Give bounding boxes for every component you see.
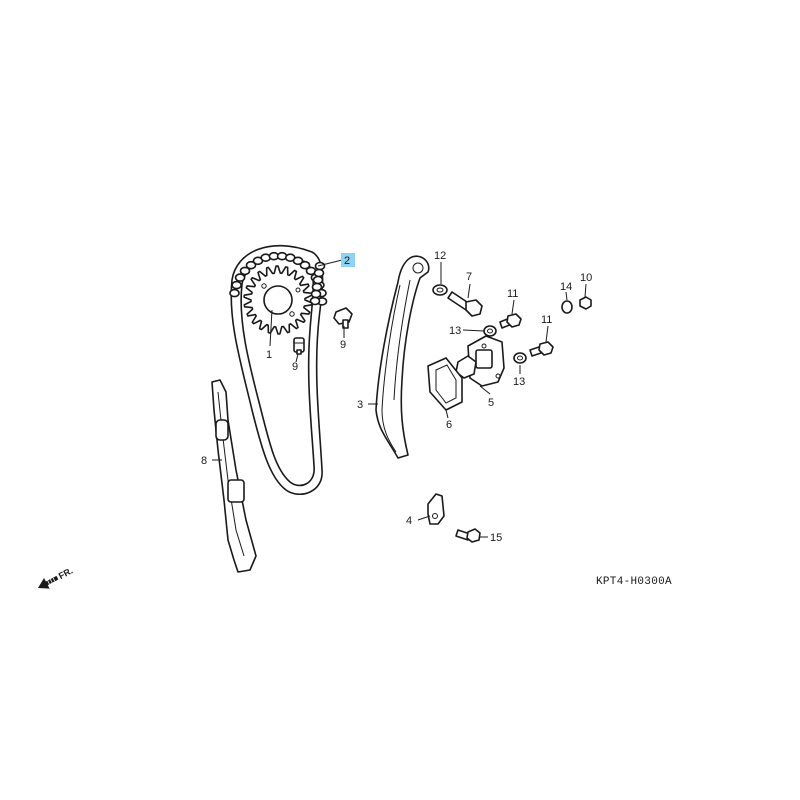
callout-2-highlight <box>341 253 355 267</box>
callout-11-lower[interactable]: 11 <box>541 314 552 326</box>
chain-links <box>229 251 328 306</box>
callout-6[interactable]: 6 <box>446 419 452 431</box>
tensioner-lifter <box>455 335 505 387</box>
chain-link <box>310 289 322 299</box>
callout-5[interactable]: 5 <box>488 397 494 409</box>
lifter-bolt-lower <box>529 341 554 357</box>
chain-link <box>231 280 242 290</box>
chain-link <box>239 266 251 276</box>
front-direction-arrow-icon: FR. <box>38 566 74 589</box>
o-ring <box>561 300 573 314</box>
diagram-code: KPT4-H0300A <box>596 576 672 588</box>
callout-13-lower[interactable]: 13 <box>513 376 525 388</box>
flange-bolt <box>455 528 481 543</box>
callout-numbers: 1 2 3 4 5 6 7 8 9 9 10 11 11 12 13 13 14… <box>201 250 592 544</box>
cam-chain-guide <box>211 379 257 573</box>
chain-link <box>312 275 324 285</box>
tensioner-pivot-bolt <box>432 284 483 317</box>
callout-1[interactable]: 1 <box>266 349 272 361</box>
callout-7[interactable]: 7 <box>466 271 472 283</box>
cam-chain-tensioner <box>375 255 430 459</box>
callout-11-upper[interactable]: 11 <box>507 288 518 300</box>
chain-link <box>299 260 311 270</box>
callout-9-right[interactable]: 9 <box>340 339 346 351</box>
sealing-washer-upper <box>483 325 497 337</box>
guide-bracket <box>427 493 445 525</box>
cam-sprocket <box>243 265 313 335</box>
sealing-washer-lower <box>513 352 527 364</box>
sealing-bolt <box>579 296 592 310</box>
callout-9-left[interactable]: 9 <box>292 361 298 373</box>
cam-chain <box>229 244 328 495</box>
callout-2[interactable]: 2 <box>344 255 350 267</box>
direction-label: FR. <box>57 566 74 582</box>
callout-14[interactable]: 14 <box>560 281 572 293</box>
callout-4[interactable]: 4 <box>406 515 412 527</box>
chain-link <box>313 268 325 278</box>
chain-link <box>229 288 240 298</box>
chain-link <box>245 260 257 270</box>
lifter-bolt-upper <box>499 313 522 329</box>
chain-link <box>309 296 321 306</box>
sprocket-bolt-right <box>333 307 353 329</box>
sprocket-bolt-left <box>293 337 305 355</box>
tensioner-gasket <box>427 357 463 411</box>
chain-link <box>292 256 304 266</box>
callout-8[interactable]: 8 <box>201 455 207 467</box>
callout-3[interactable]: 3 <box>357 399 363 411</box>
leader-lines <box>212 259 587 538</box>
callout-12[interactable]: 12 <box>434 250 446 262</box>
callout-10[interactable]: 10 <box>580 272 592 284</box>
chain-link <box>234 273 246 282</box>
callout-13-upper[interactable]: 13 <box>449 325 461 337</box>
chain-link <box>311 282 323 292</box>
callout-15[interactable]: 15 <box>490 532 502 544</box>
